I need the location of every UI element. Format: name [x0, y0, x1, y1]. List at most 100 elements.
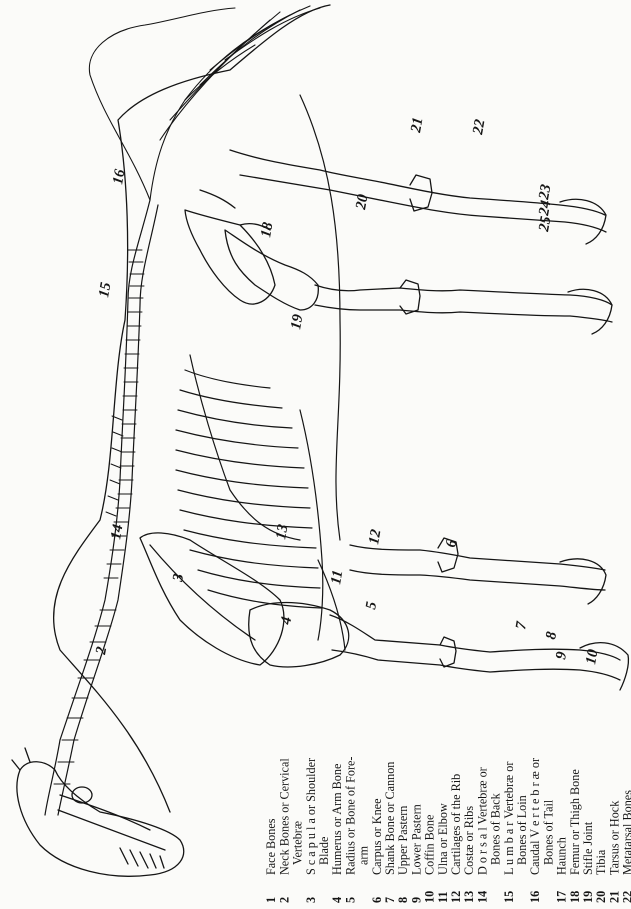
legend-number: 22 — [621, 891, 631, 903]
skull — [12, 748, 184, 876]
legend-number: 12 — [449, 891, 463, 903]
figure-label-23: 23 — [536, 183, 555, 202]
legend-label-line: Bones of Tail — [541, 799, 555, 865]
femur — [225, 230, 318, 310]
legend-item-20: 20 Tibia — [594, 849, 608, 903]
legend-item-11: 11 Ulna or Elbow — [436, 803, 450, 903]
legend-number: 19 — [581, 891, 595, 903]
legend-item-13: 13 Costæ or Ribs — [462, 806, 476, 903]
figure-label-6: 6 — [443, 538, 460, 549]
figure-label-15: 15 — [96, 281, 114, 299]
legend-label-line: Caudal V e r t e b r æ or — [528, 758, 542, 875]
figure-label-14: 14 — [108, 523, 126, 541]
legend-label-line: Carpus or Knee — [370, 799, 384, 876]
legend-label-line: S c a p u l a or Shoulder — [304, 758, 318, 875]
legend-label-line: Costæ or Ribs — [462, 806, 476, 875]
legend-number: 14 — [475, 891, 489, 903]
legend-number: 20 — [594, 891, 608, 903]
legend-label-line: Lower Pastern — [409, 804, 423, 875]
figure-label-9: 9 — [553, 650, 570, 661]
legend-label-line: Upper Pastern — [396, 806, 410, 875]
legend-label-line: L u m b a r Vertebræ or — [502, 762, 516, 875]
legend-number: 8 — [396, 897, 410, 903]
legend-item-18: 18 Femur or Thigh Bone — [568, 769, 582, 903]
legend-label-line: Radius or Bone of Fore- — [343, 757, 357, 875]
horse-skeleton-illustration — [12, 5, 628, 876]
legend-number: 2 — [277, 897, 291, 903]
foreleg-far — [350, 538, 606, 604]
legend-label-line: Shank Bone or Cannon — [383, 762, 397, 875]
figure-label-21: 21 — [408, 116, 427, 135]
legend-label-line: Haunch — [555, 837, 569, 875]
legend-label-line: Blade — [317, 837, 331, 865]
legend-label-line: Femur or Thigh Bone — [568, 769, 582, 875]
legend-item-4: 4 Humerus or Arm Bone — [330, 764, 344, 903]
legend-item-9: 9 Lower Pastern — [409, 804, 423, 903]
figure-label-16: 16 — [110, 168, 128, 186]
scapula — [140, 533, 284, 665]
figure-label-2: 2 — [93, 645, 110, 657]
legend-number: 3 — [304, 897, 318, 903]
figure-label-11: 11 — [328, 569, 346, 586]
figure-label-12: 12 — [366, 528, 384, 546]
figure-label-25: 25 — [536, 215, 555, 234]
legend-label-line: Humerus or Arm Bone — [330, 764, 344, 875]
body-outline — [54, 5, 330, 812]
legend-item-1: 1 Face Bones — [264, 818, 278, 903]
legend-number: 1 — [264, 897, 278, 903]
legend-item-22: 22 Metatarsal Bones — [621, 790, 631, 903]
legend-item-8: 8 Upper Pastern — [396, 806, 410, 903]
legend-label-line: Cartilages of the Rib — [449, 774, 463, 875]
figure-label-8: 8 — [543, 630, 560, 641]
legend-number: 4 — [330, 897, 344, 903]
legend-number: 5 — [343, 897, 357, 903]
ribcage — [176, 355, 323, 640]
legend-item-12: 12 Cartilages of the Rib — [449, 774, 463, 903]
legend-number: 13 — [462, 891, 476, 903]
legend-number: 15 — [502, 891, 516, 903]
legend-number: 6 — [370, 897, 384, 903]
legend-label-line: Coffin Bone — [423, 815, 437, 875]
figure-label-7: 7 — [513, 620, 530, 631]
figure-label-24: 24 — [536, 199, 555, 218]
legend-label-line: D o r s a l Vertebræ or — [475, 767, 489, 875]
figure-label-3: 3 — [170, 572, 187, 584]
legend-item-6: 6 Carpus or Knee — [370, 799, 384, 904]
legend-item-17: 17 Haunch — [555, 837, 569, 903]
legend-label-line: Face Bones — [264, 818, 278, 875]
pelvis — [185, 190, 275, 304]
legend-label-line: arm — [357, 846, 371, 865]
figure-label-20: 20 — [353, 193, 372, 212]
legend-label-line: Bones of Back — [489, 792, 503, 865]
legend-number: 18 — [568, 891, 582, 903]
legend-item-10: 10 Coffin Bone — [423, 815, 437, 903]
legend-label-line: Neck Bones or Cervical — [277, 758, 291, 875]
figure-label-19: 19 — [288, 313, 306, 331]
legend-label-line: Ulna or Elbow — [436, 803, 450, 875]
legend-label-line: Metatarsal Bones — [621, 790, 631, 875]
legend-item-5: 5 Radius or Bone of Fore-arm — [343, 757, 370, 903]
legend-number: 17 — [555, 891, 569, 903]
legend-label-line: Bones of Loin — [515, 795, 529, 865]
legend-number: 10 — [423, 891, 437, 903]
legend-number: 21 — [607, 891, 621, 903]
humerus — [249, 603, 349, 667]
legend-number: 9 — [409, 897, 423, 903]
legend-number: 11 — [436, 891, 450, 903]
figure-label-22: 22 — [470, 118, 489, 137]
hindleg-near — [315, 280, 612, 334]
figure-label-4: 4 — [278, 615, 295, 627]
foreleg-near — [330, 615, 628, 690]
legend-label-line: Tibia — [594, 849, 608, 875]
figure-label-13: 13 — [273, 523, 291, 541]
figure-label-18: 18 — [258, 221, 276, 239]
